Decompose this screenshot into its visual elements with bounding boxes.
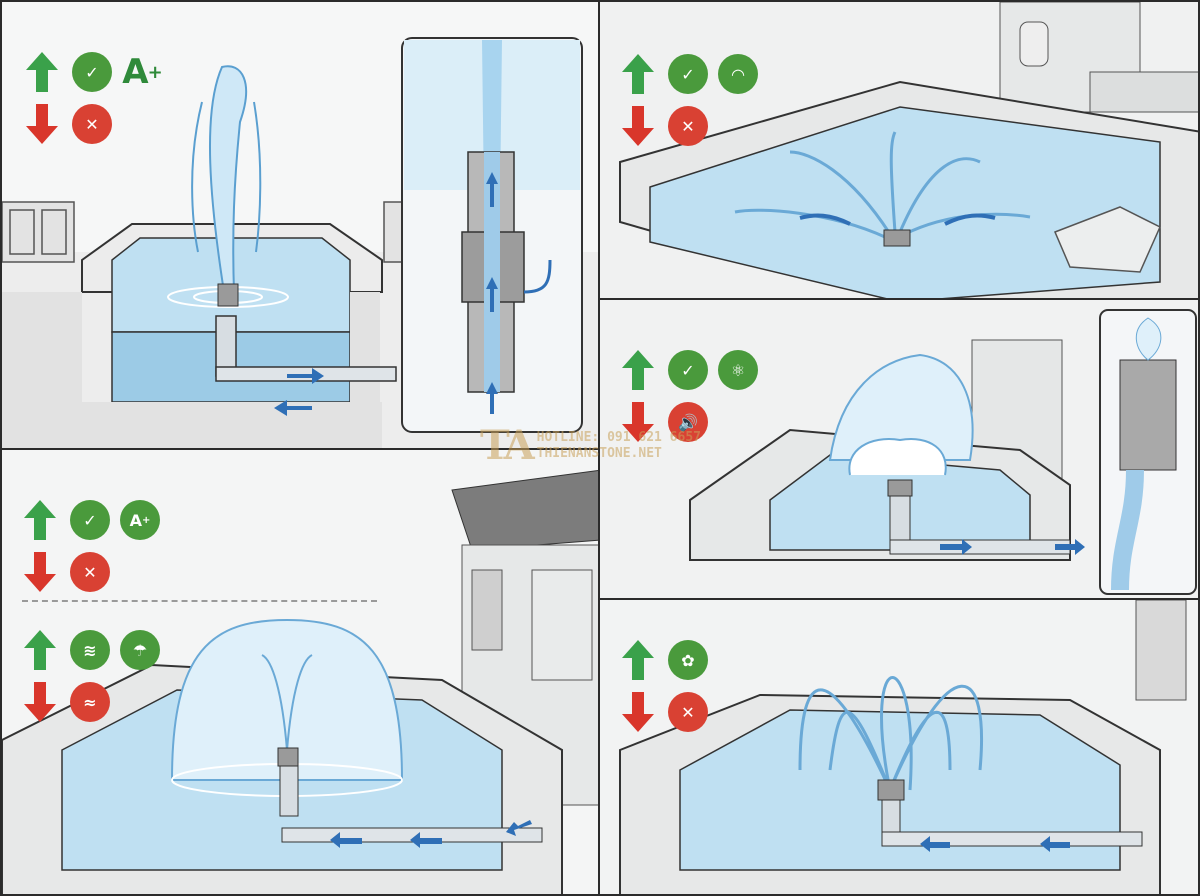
panel-foam-jet: ✓ ⚛ 🔊 [598, 298, 1200, 600]
fan-rating-icons: ✓ ◠ ✕ [616, 52, 760, 148]
x-icon: ✕ [666, 104, 710, 148]
x-icon: ✕ [70, 102, 114, 146]
panel-tulip-fountain: ✿ ✕ [598, 598, 1200, 896]
check-icon: ✓ [68, 498, 112, 542]
arrow-down-icon [616, 104, 660, 148]
tulip-rating-icons: ✿ ✕ [616, 638, 760, 734]
a-plus-icon: A+ [122, 52, 162, 92]
panel-bell-fountain: ✓ A+ ✕ ≋ ☂ ≈ [0, 448, 600, 896]
atom-icon: ⚛ [716, 348, 760, 392]
umbrella-icon: ☂ [118, 628, 162, 672]
x-icon: ✕ [68, 550, 112, 594]
foam-jet-scene [600, 300, 1198, 598]
x-icon: ✕ [666, 690, 710, 734]
wind-warning-icon: ≈ [68, 680, 112, 724]
arrow-up-icon [18, 498, 62, 542]
fan-spray-scene [600, 2, 1198, 298]
empty-slot [716, 638, 760, 682]
tulip-fountain-scene [600, 600, 1198, 894]
lattice-tile-left [2, 201, 75, 263]
loud-speaker-icon: 🔊 [666, 400, 710, 444]
arrow-up-icon [18, 628, 62, 672]
single-jet-scene [2, 37, 598, 448]
arrow-down-icon [616, 690, 660, 734]
wind-icon: ≋ [68, 628, 112, 672]
arrow-up-icon [616, 348, 660, 392]
flower-icon: ✿ [666, 638, 710, 682]
arrow-up-icon [20, 50, 64, 94]
foam-rating-icons: ✓ ⚛ 🔊 [616, 348, 760, 444]
arrow-down-icon [616, 400, 660, 444]
panel-fan-spray: ✓ ◠ ✕ [598, 0, 1200, 300]
arrow-down-icon [20, 102, 64, 146]
check-icon: ✓ [666, 348, 710, 392]
arrow-down-icon [18, 550, 62, 594]
arrow-up-icon [616, 638, 660, 682]
arrow-down-icon [18, 680, 62, 724]
arrow-up-icon [616, 52, 660, 96]
panel-single-jet: ✓ A+ ✕ [0, 0, 600, 450]
divider-dashed [22, 600, 377, 602]
a-plus-icon: A+ [118, 498, 162, 542]
bell-rating-icons-top: ✓ A+ ✕ [18, 498, 162, 594]
fan-icon: ◠ [716, 52, 760, 96]
check-icon: ✓ [70, 50, 114, 94]
bell-rating-icons-bottom: ≋ ☂ ≈ [18, 628, 162, 724]
jet-rating-icons: ✓ A+ ✕ [20, 50, 164, 146]
check-icon: ✓ [666, 52, 710, 96]
